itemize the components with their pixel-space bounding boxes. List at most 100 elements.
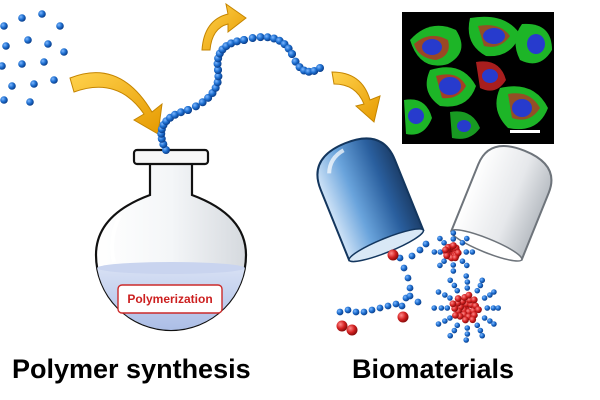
micelle-arm-bead (435, 289, 442, 295)
micelle-arm-bead (435, 321, 442, 327)
chain-bead (404, 274, 412, 282)
chain-bead (248, 34, 257, 43)
chain-bead (406, 292, 414, 300)
end-group-bead (387, 249, 399, 261)
micelle-arm-bead (454, 287, 461, 294)
chain-bead (256, 33, 265, 42)
monomer-dot (0, 96, 8, 104)
micelle-arm-bead (463, 235, 470, 242)
chain-bead (291, 57, 300, 66)
chain-bead (398, 302, 406, 310)
flask-label-text: Polymerization (127, 292, 213, 306)
monomer-dot (44, 40, 52, 48)
monomer-dot (26, 98, 34, 106)
chain-bead (176, 108, 185, 117)
micelle-core-bead (465, 291, 473, 299)
micelle-arm-bead (454, 322, 461, 329)
micelle-core-bead (475, 306, 482, 314)
fluorescence-micrograph-icon (402, 12, 554, 144)
micelle-arm-bead (463, 262, 470, 269)
chain-bead (198, 98, 207, 107)
monomer-dot (24, 36, 32, 44)
micelle-arm-bead (464, 331, 471, 337)
micelle-arm-bead (469, 249, 476, 255)
micelle-core-bead (442, 246, 449, 254)
chain-bead (414, 298, 422, 306)
micelle-arm-bead (481, 315, 488, 321)
monomer-dot (2, 42, 10, 50)
micelle-arm-bead (474, 287, 481, 294)
micelle-arm-bead (447, 315, 453, 321)
micelle-arm-bead (484, 305, 491, 311)
micelle-arm-bead (438, 305, 445, 311)
end-group-bead (346, 324, 358, 336)
chain-bead (384, 302, 392, 310)
chain-bead (233, 37, 242, 46)
chain-bead (191, 102, 200, 111)
micelle-core-bead (452, 311, 459, 319)
micelle-arm-bead (479, 277, 486, 284)
chain-bead (336, 308, 344, 316)
micelle-core-bead (454, 295, 462, 302)
micelle-arm-bead (437, 235, 443, 242)
curved-arrow-icon (201, 2, 247, 51)
end-group-bead (397, 311, 409, 323)
monomer-dot (0, 62, 6, 70)
round-bottom-flask-icon (94, 148, 248, 332)
chain-bead (352, 308, 360, 316)
polymer-chain (157, 33, 324, 154)
monomer-dot (18, 60, 26, 68)
monomer-dot (38, 10, 46, 18)
micelle-arm-bead (451, 282, 458, 289)
micelle-arm-bead (477, 282, 484, 289)
micelle-arm-bead (463, 273, 470, 279)
chain-bead (416, 246, 424, 254)
micelle-arm-bead (474, 322, 481, 329)
micelle-icon (431, 230, 476, 274)
micelle-core-bead (470, 296, 478, 304)
micelle-arm-bead (431, 249, 438, 255)
micelle-arm-bead (463, 337, 470, 343)
micelle-core-bead (462, 316, 469, 324)
chain-bead (288, 50, 296, 58)
micelle-arm-bead (459, 258, 466, 264)
chain-bead (422, 240, 430, 248)
micelle-arm-bead (464, 279, 471, 285)
chain-bead (392, 300, 400, 308)
micelle-arm-bead (477, 327, 484, 334)
chain-bead (344, 306, 352, 314)
micelle-arm-bead (479, 332, 486, 339)
micelle-arm-bead (481, 295, 488, 301)
chain-bead (408, 252, 416, 260)
micelle-arm-bead (487, 318, 493, 324)
micelle-core-bead (443, 252, 451, 260)
micelle-arm-bead (450, 262, 457, 268)
micelle-arm-bead (442, 318, 448, 324)
chain-bead (263, 33, 272, 42)
micelle-core-bead (450, 242, 457, 249)
micelle-icon (431, 273, 502, 343)
monomer-dot (18, 14, 26, 22)
chain-bead (368, 306, 376, 314)
micelle-arm-bead (437, 262, 443, 269)
chain-bead (214, 66, 222, 74)
micelle-arm-bead (447, 332, 454, 339)
monomer-dots (0, 10, 68, 106)
micelle-arm-bead (459, 240, 466, 246)
released-polymer-chains (336, 240, 430, 336)
micelle-arm-bead (444, 305, 451, 311)
micelle-arm-bead (487, 292, 493, 298)
caption-polymer-synthesis: Polymer synthesis (12, 354, 251, 384)
chain-bead (170, 110, 179, 119)
micelle-core-bead (451, 254, 459, 262)
micelle-arm-bead (441, 258, 447, 264)
monomer-dot (8, 82, 16, 90)
monomer-dot (60, 48, 68, 56)
micelle-arm-bead (447, 277, 454, 284)
monomer-dot (30, 80, 38, 88)
monomer-dot (0, 22, 8, 30)
micelle-arm-bead (495, 305, 502, 311)
micelle-arm-bead (464, 325, 471, 331)
